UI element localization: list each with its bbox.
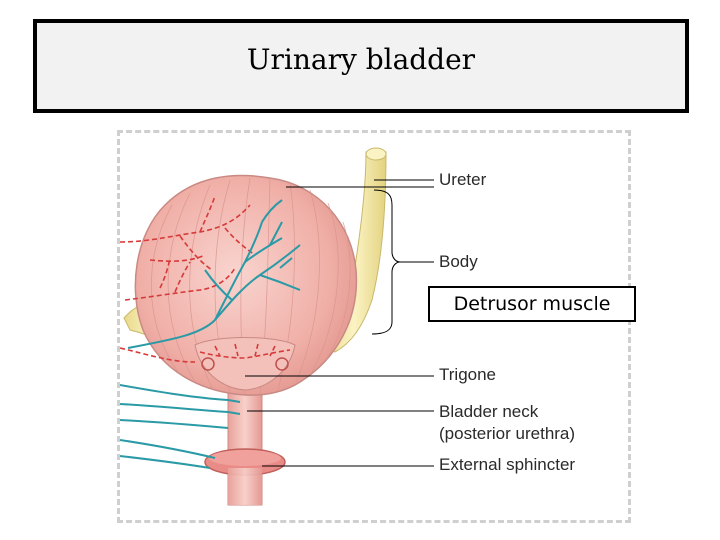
nerves <box>119 199 301 469</box>
page-title: Urinary bladder <box>246 43 476 76</box>
title-box: Urinary bladder <box>33 19 689 113</box>
label-external-sphincter: External sphincter <box>439 455 576 474</box>
label-bladder-neck: Bladder neck <box>439 402 539 421</box>
detrusor-muscle-callout: Detrusor muscle <box>428 286 636 322</box>
label-posterior-urethra: (posterior urethra) <box>439 424 576 443</box>
blood-vessels <box>119 195 291 363</box>
right-ureter <box>321 151 387 353</box>
figure-frame <box>117 130 631 523</box>
ureter-opening <box>365 147 387 161</box>
label-trigone: Trigone <box>439 365 497 384</box>
label-ureter: Ureter <box>439 170 487 189</box>
label-body: Body <box>439 252 478 271</box>
